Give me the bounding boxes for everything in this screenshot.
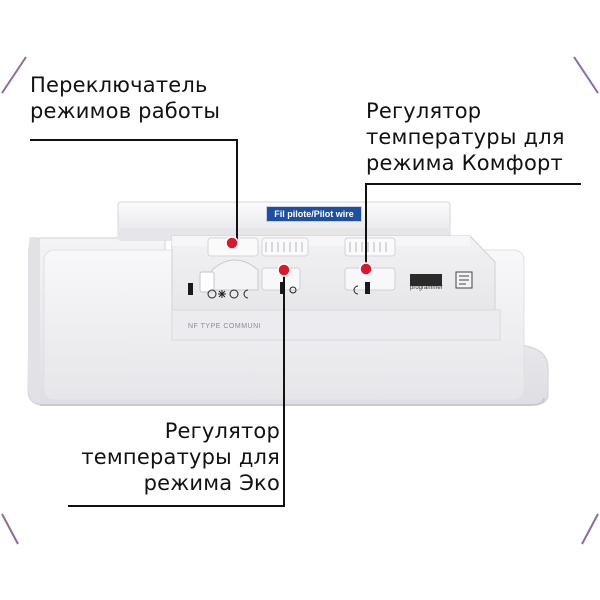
pilot-wire-tag: Fil pilote/Pilot wire — [266, 206, 362, 222]
marker-eco-regulator — [277, 263, 291, 277]
marker-comfort-regulator — [359, 262, 373, 276]
leader-mode-vertical — [236, 139, 238, 243]
corner-mark-top-left — [1, 56, 27, 94]
leader-mode-horizontal — [30, 139, 238, 141]
leader-comfort-vertical — [365, 183, 367, 269]
leader-comfort-horizontal — [366, 183, 581, 185]
marker-mode-switch — [225, 236, 239, 250]
label-eco-regulator: Регулятор температуры для режима Эко — [81, 419, 280, 495]
label-comfort-regulator: Регулятор температуры для режима Комфорт — [366, 99, 565, 175]
programmer-label: programmer — [410, 285, 443, 291]
corner-mark-top-right — [573, 56, 599, 94]
leader-eco-vertical — [283, 272, 285, 507]
label-mode-switch: Переключатель режимов работы — [30, 73, 221, 123]
corner-mark-bottom-left — [1, 513, 19, 545]
leader-eco-horizontal — [68, 505, 285, 507]
corner-mark-bottom-right — [581, 513, 599, 545]
serial-label: NF TYPE COMMUNI — [188, 323, 262, 330]
